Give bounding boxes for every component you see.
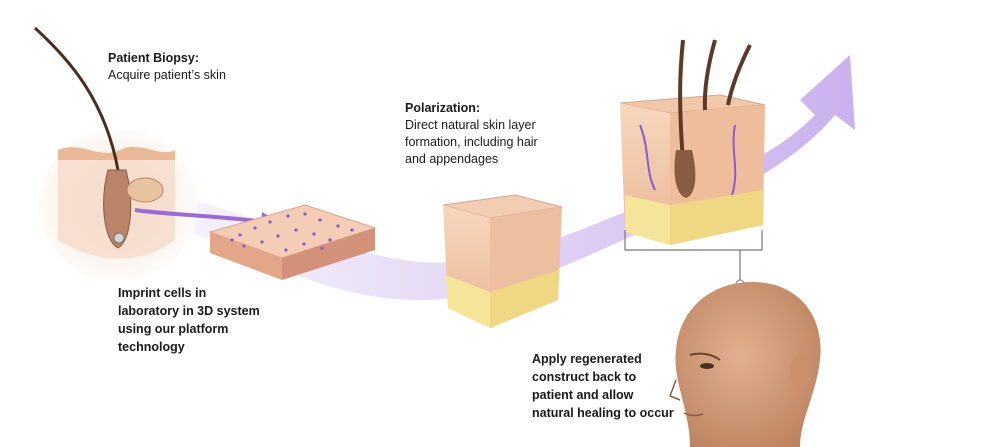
biopsy-desc: Acquire patient’s skin (108, 68, 226, 82)
imprint-line-1: Imprint cells in (118, 286, 207, 300)
polarization-desc-line-2: formation, including hair (405, 135, 538, 149)
step-imprint-cells: Imprint cells in laboratory in 3D system… (118, 284, 260, 356)
biopsy-title: Patient Biopsy: (108, 51, 199, 65)
polarization-desc-line-1: Direct natural skin layer (405, 118, 536, 132)
step-patient-biopsy: Patient Biopsy: Acquire patient’s skin (108, 50, 226, 84)
apply-line-4: natural healing to occur (532, 406, 674, 420)
polarization-desc-line-3: and appendages (405, 152, 499, 166)
imprint-line-2: laboratory in 3D system (118, 304, 260, 318)
apply-line-3: patient and allow (532, 388, 634, 402)
apply-line-1: Apply regenerated (532, 352, 642, 366)
step-apply-construct: Apply regenerated construct back to pati… (532, 350, 674, 422)
scaffold-slab (208, 204, 377, 280)
polarization-title: Polarization: (405, 101, 481, 115)
polarized-skin-block (442, 194, 563, 328)
imprint-line-4: technology (118, 340, 185, 354)
patient-head (669, 282, 821, 447)
step-polarization: Polarization: Direct natural skin layer … (405, 100, 538, 168)
apply-line-2: construct back to (532, 370, 637, 384)
imprint-line-3: using our platform (118, 322, 229, 336)
regenerated-skin-block (619, 39, 766, 289)
biopsy-illustration (33, 26, 285, 280)
